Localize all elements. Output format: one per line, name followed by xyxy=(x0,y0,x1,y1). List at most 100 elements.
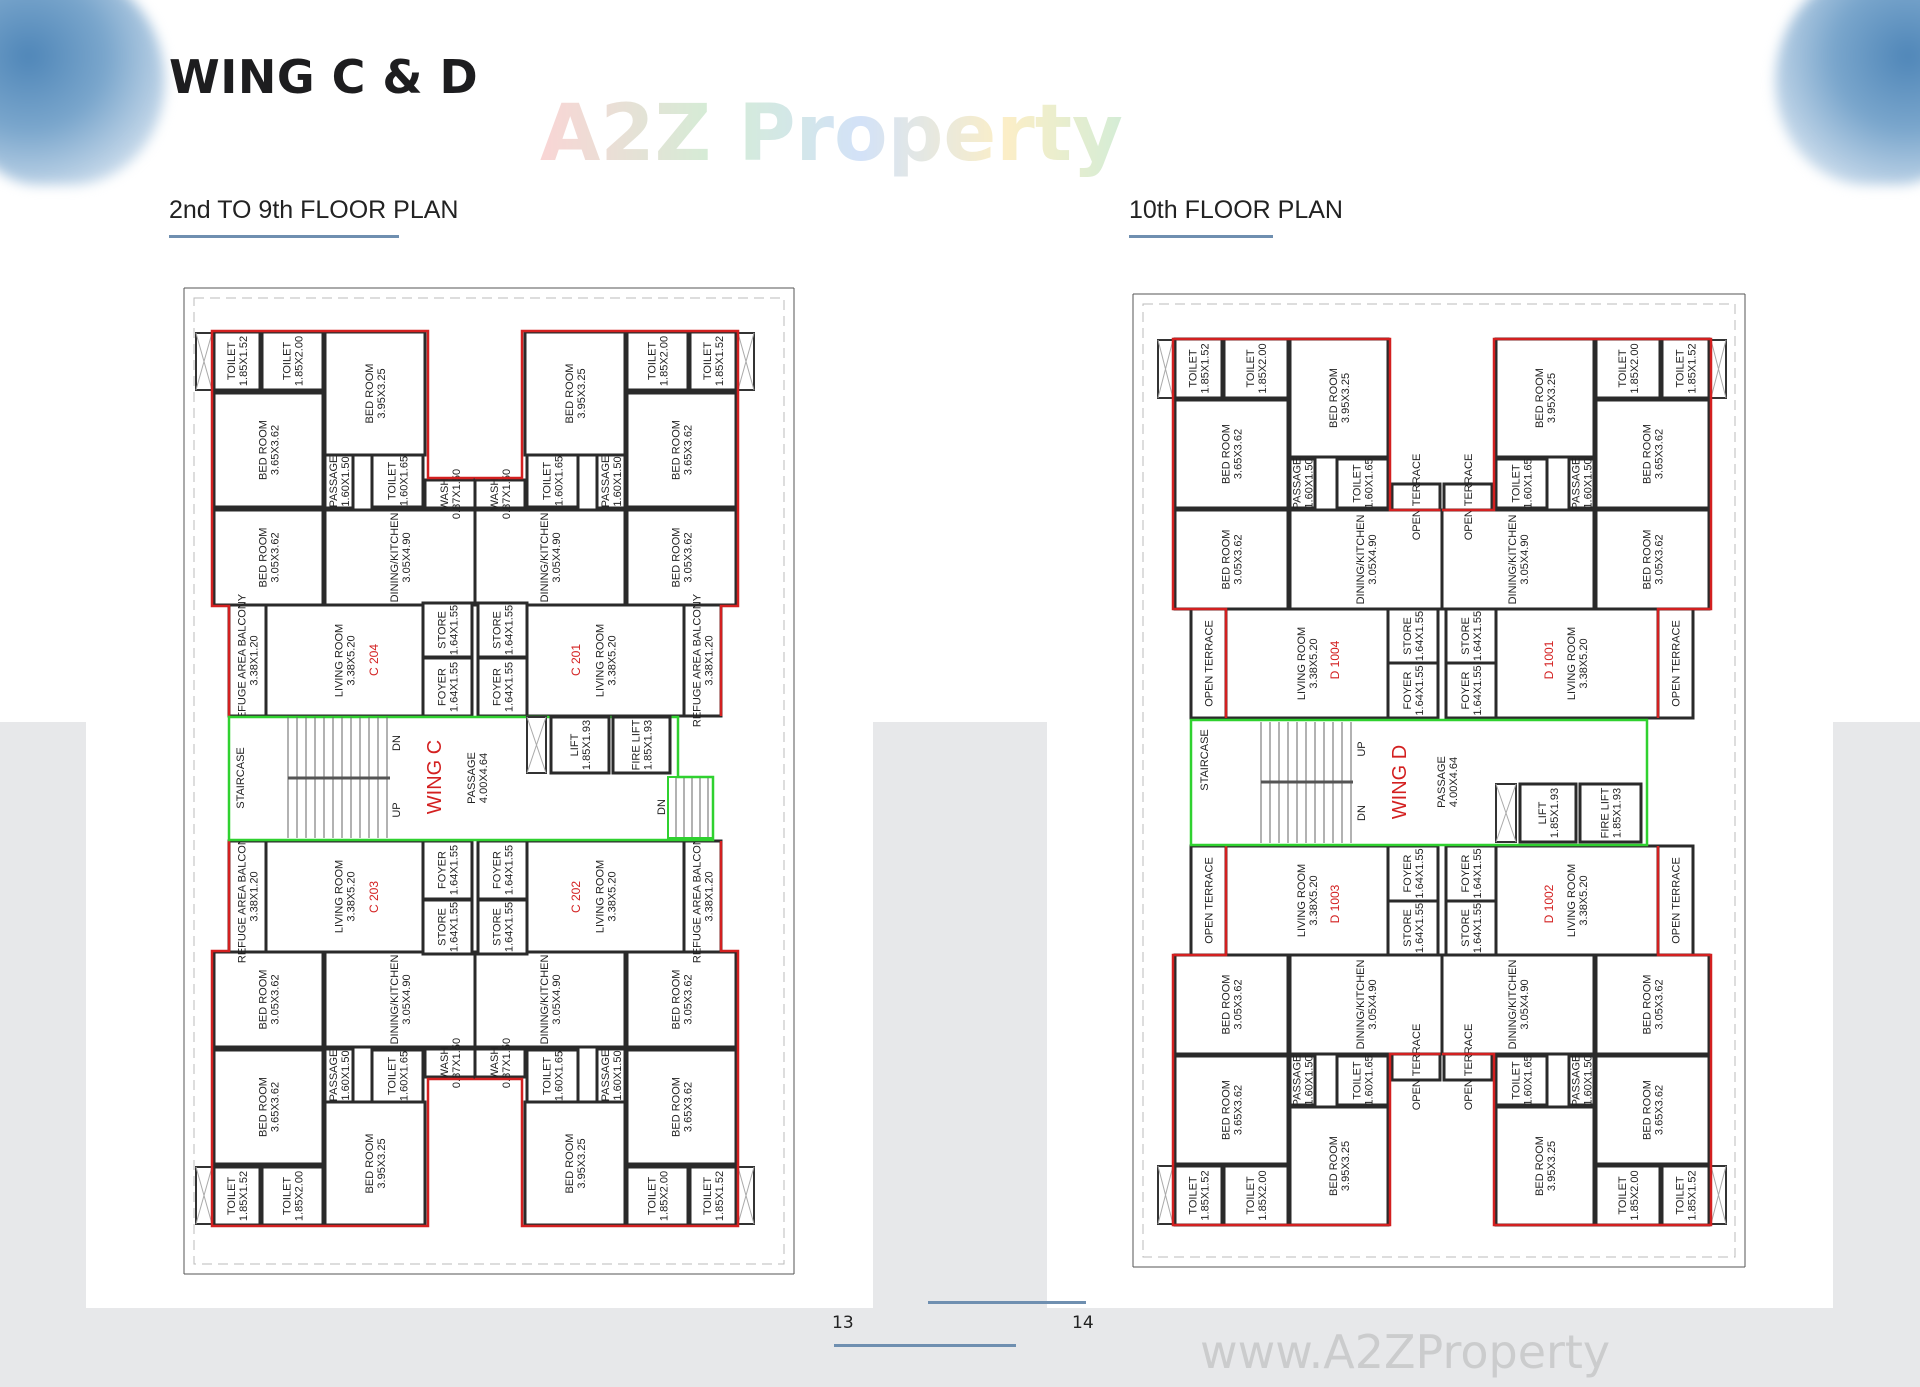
room-label-text: 1.64X1.55 xyxy=(1414,903,1426,953)
room-t2 xyxy=(625,1165,690,1227)
room-label-text: PASSAGE xyxy=(328,1050,340,1102)
room-label-text: FOYER xyxy=(492,851,504,889)
room-label-text: BED ROOM xyxy=(671,420,683,480)
unit-number: D 1004 xyxy=(1328,640,1342,679)
room-label-text: STORE xyxy=(437,908,449,946)
room-label-text: 1.85X2.00 xyxy=(1629,343,1641,393)
room-label-text: BED ROOM xyxy=(1642,530,1654,590)
room-t2 xyxy=(260,1165,325,1227)
unit-outline xyxy=(475,841,740,1228)
room-label-text: TOILET xyxy=(282,342,294,381)
shaft-cross xyxy=(1495,783,1517,843)
room-label: OPEN TERRACE xyxy=(1463,1024,1475,1111)
room-bed3 xyxy=(212,950,325,1049)
room-label-text: 1.85X2.00 xyxy=(1257,343,1269,393)
room-passage xyxy=(1567,457,1596,510)
room-label-text: 1.60X1.50 xyxy=(612,1050,624,1100)
room-label-text: 3.38X1.20 xyxy=(249,871,261,921)
room-label-text: 1.60X1.50 xyxy=(1304,458,1316,508)
room-label-text: FOYER xyxy=(437,851,449,889)
room-label-text: BED ROOM xyxy=(1221,975,1233,1035)
room-label-text: 1.64X1.55 xyxy=(449,845,461,895)
grid-outline xyxy=(193,297,785,1265)
room-t1 xyxy=(1173,1164,1224,1227)
room-label-text: 3.95X3.25 xyxy=(1340,1141,1352,1191)
room-label-text: DINING/KITCHEN xyxy=(1355,960,1367,1050)
fire-lift-label-text: FIRE LIFT xyxy=(1600,787,1612,838)
room-t3 xyxy=(370,453,425,509)
room-label-text: 1.64X1.55 xyxy=(504,662,516,712)
room-t1 xyxy=(688,330,738,392)
room-small xyxy=(473,478,527,510)
room-label-text: TOILET xyxy=(226,342,238,381)
room-label-text: TOILET xyxy=(1511,464,1523,503)
room-small xyxy=(1442,482,1494,512)
room-label-text: 3.05X4.90 xyxy=(1519,979,1531,1029)
unit-number: D 1003 xyxy=(1328,884,1342,923)
wing-label-text: WING D xyxy=(1389,745,1411,819)
room-passage xyxy=(1288,1054,1317,1107)
room-store xyxy=(421,898,474,956)
lift-label-text: LIFT xyxy=(569,733,581,756)
room-label-text: 1.64X1.55 xyxy=(1472,903,1484,953)
room-label-text: LIVING ROOM xyxy=(334,860,346,933)
room-label-text: 1.60X1.65 xyxy=(399,1051,411,1101)
room-dining xyxy=(1440,953,1596,1056)
room-label-text: 3.05X3.62 xyxy=(1654,534,1666,584)
room-label-text: WASH xyxy=(489,478,501,511)
room-label-text: 3.95X3.25 xyxy=(1340,373,1352,423)
room-label-text: 1.60X1.65 xyxy=(399,456,411,506)
room-label-text: 3.38X1.20 xyxy=(704,635,716,685)
room-label-text: WASH xyxy=(439,478,451,511)
window-cross xyxy=(1710,1165,1727,1225)
room-label-text: 3.38X5.20 xyxy=(346,635,358,685)
room-label-text: 1.85X1.52 xyxy=(714,1171,726,1221)
room-label-text: 3.65X3.62 xyxy=(1654,1085,1666,1135)
room-label-text: 3.05X3.62 xyxy=(270,532,282,582)
room-label-text: 1.60X1.50 xyxy=(1304,1055,1316,1105)
room-label-text: TOILET xyxy=(1188,1176,1200,1215)
room-label-text: REFUGE AREA BALCONY xyxy=(237,593,249,727)
room-label-text: 3.38X1.20 xyxy=(704,871,716,921)
room-label-text: BED ROOM xyxy=(258,970,270,1030)
room-label-text: BED ROOM xyxy=(1534,1136,1546,1196)
room-label-text: OPEN TERRACE xyxy=(1463,1024,1475,1111)
room-t1 xyxy=(212,330,262,392)
room-label-text: 3.95X3.25 xyxy=(376,1138,388,1188)
room-label-text: 1.64X1.55 xyxy=(1414,665,1426,715)
staircase-label-text: STAIRCASE xyxy=(235,747,247,809)
room-label-text: 0.87X1.50 xyxy=(501,1038,513,1088)
room-label-text: FOYER xyxy=(1402,855,1414,893)
room-label-text: PASSAGE xyxy=(600,456,612,508)
room-label-text: REFUGE AREA BALCONY xyxy=(692,593,704,727)
unit-number: C 202 xyxy=(569,881,583,913)
